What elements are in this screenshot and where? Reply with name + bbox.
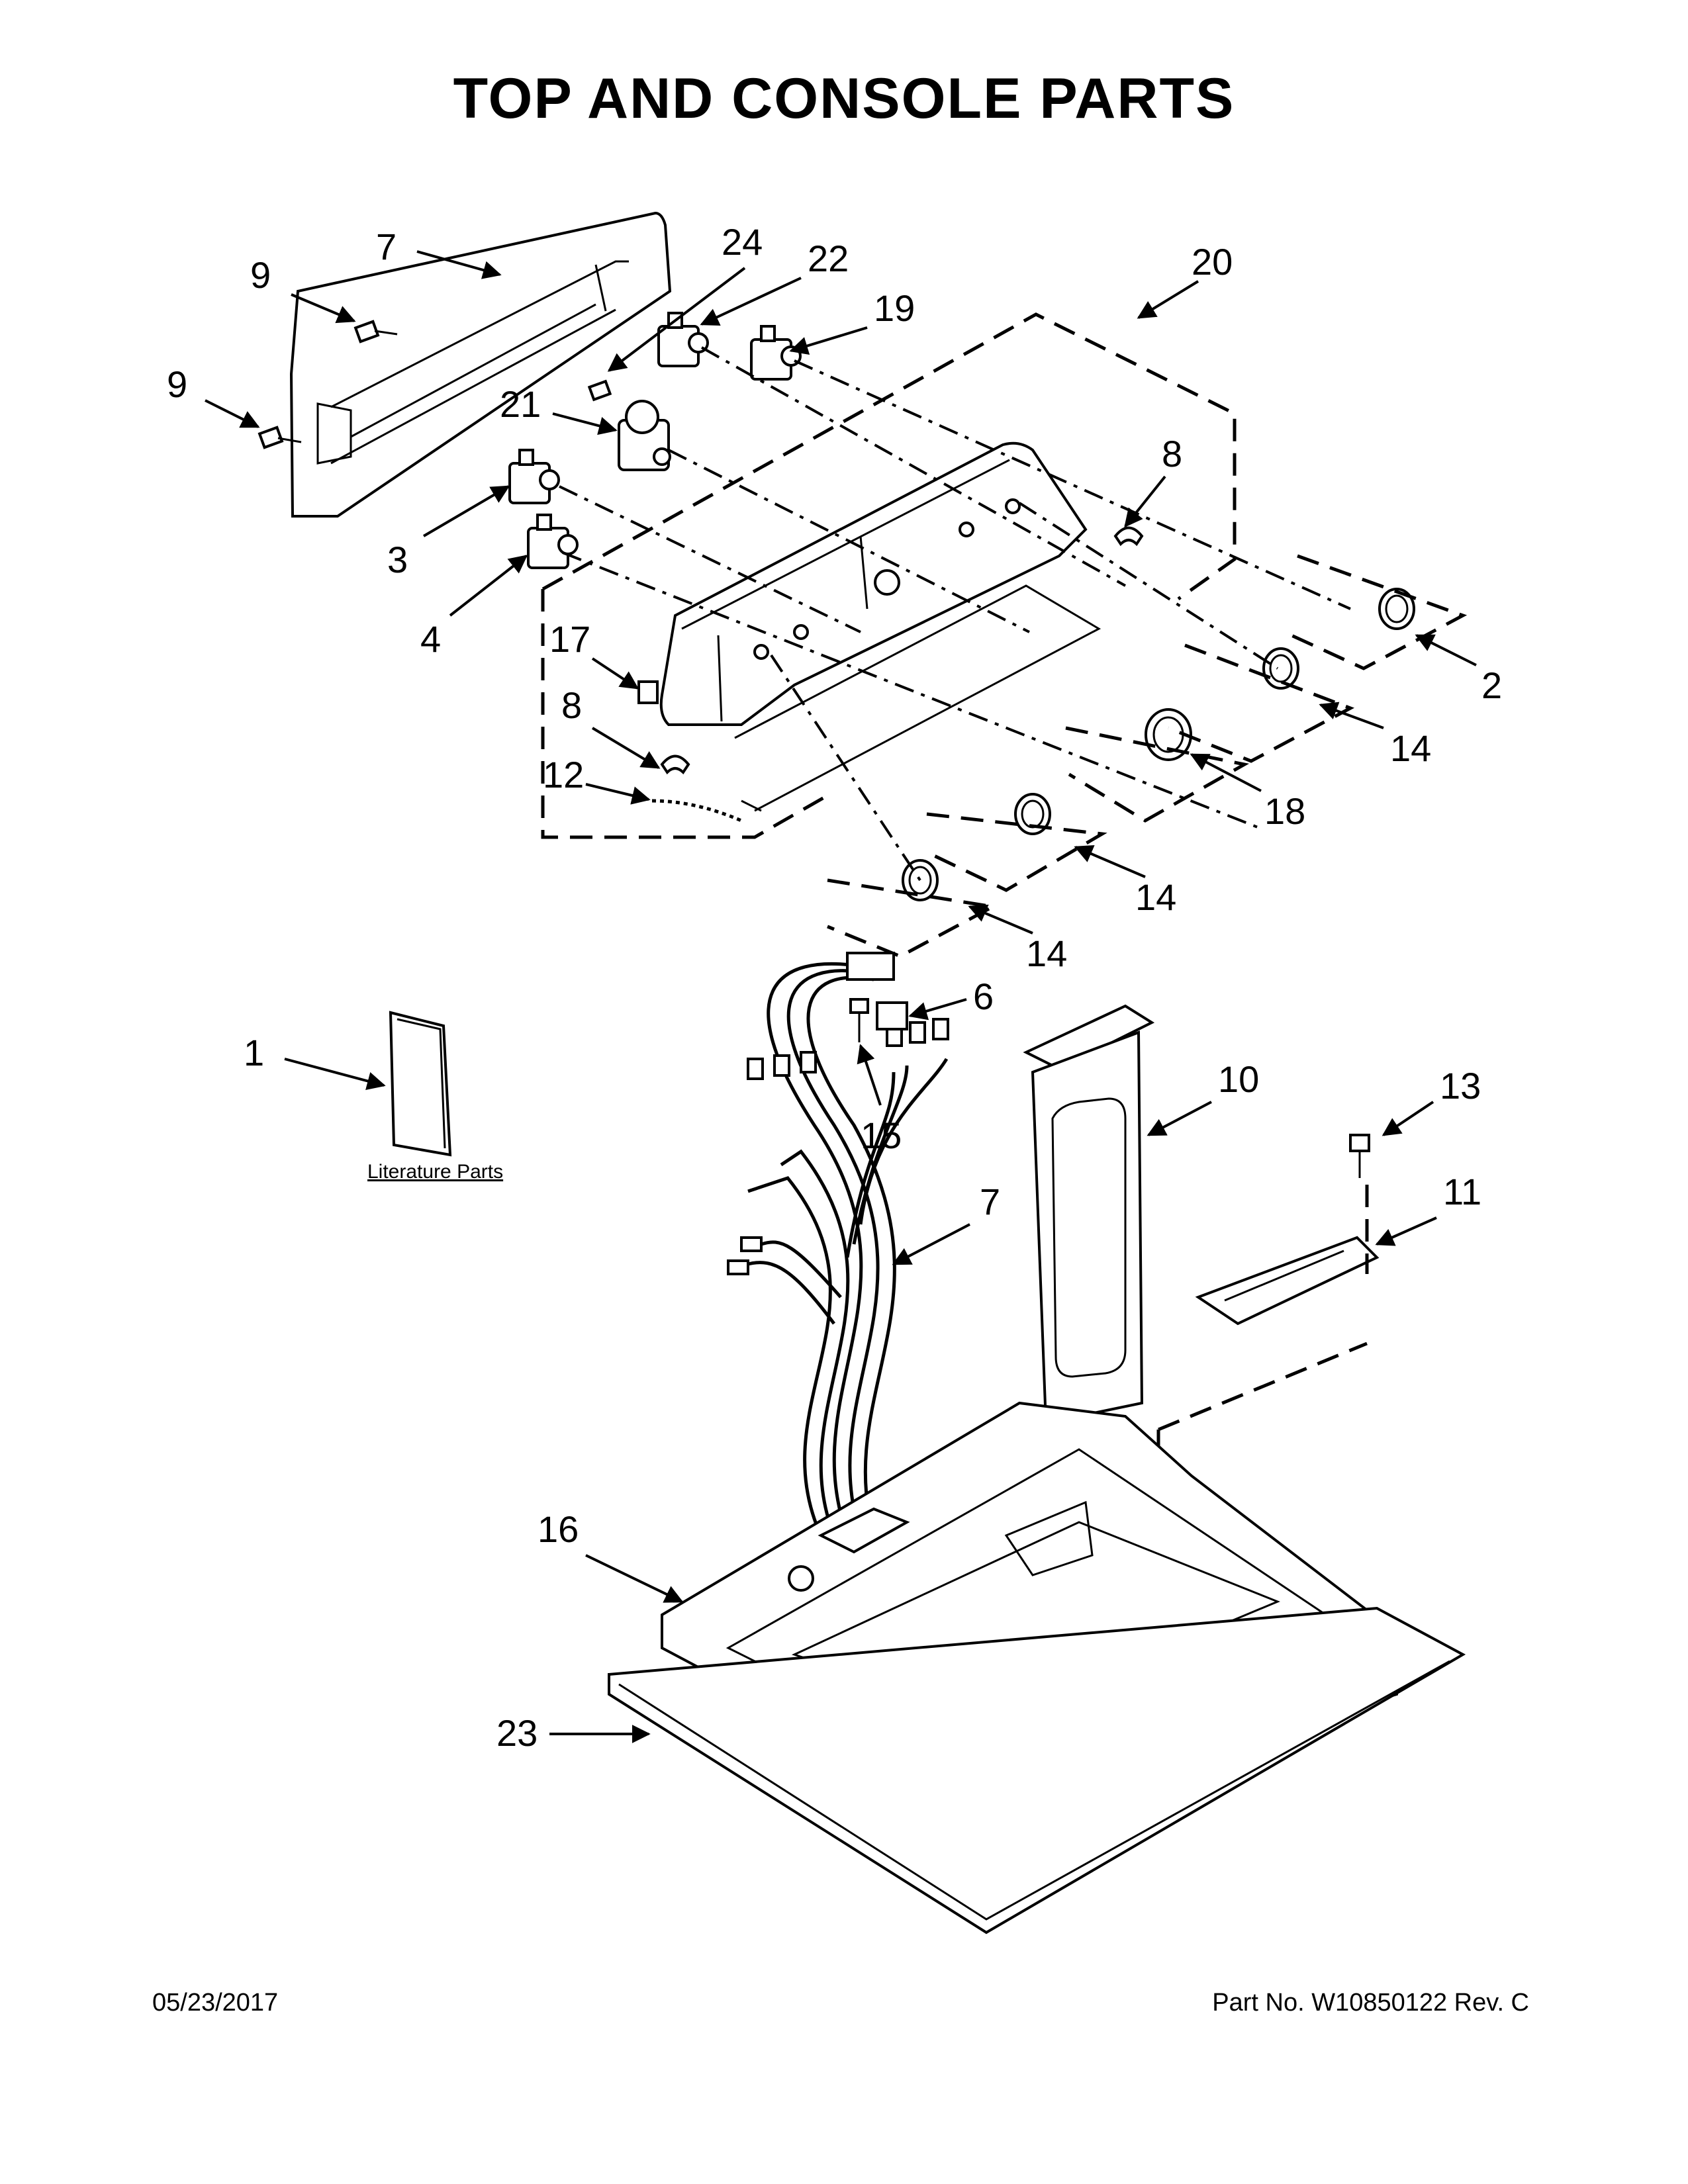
callout-23: 23 (496, 1712, 538, 1754)
base-panel-23 (608, 1606, 1466, 1934)
clip-8-right (1113, 526, 1144, 547)
callout-3: 3 (387, 539, 408, 580)
harness-clip-12 (651, 799, 742, 823)
footer-date: 05/23/2017 (152, 1989, 279, 2017)
callout-14-lower: 14 (1026, 933, 1067, 974)
callout-22: 22 (808, 238, 849, 279)
footer-part-number: Part No. W10850122 Rev. C (1212, 1989, 1529, 2017)
callout-19: 19 (874, 287, 915, 329)
callout-8-left: 8 (561, 684, 582, 726)
callout-11: 11 (1443, 1171, 1481, 1212)
literature-book (389, 1011, 452, 1157)
callout-18: 18 (1264, 790, 1305, 832)
console-housing (659, 441, 1088, 726)
callout-12: 12 (543, 754, 584, 796)
callout-14-upper: 14 (1390, 727, 1431, 769)
literature-parts-label: Literature Parts (367, 1161, 503, 1183)
clip-17 (637, 680, 659, 704)
switch-22 (657, 312, 709, 367)
timer-21 (618, 400, 671, 471)
callout-5: 6 (973, 976, 994, 1017)
callout-2: 2 (1481, 664, 1502, 706)
leader-lines (205, 250, 1477, 1743)
console-strip (734, 584, 1102, 812)
callout-15: 15 (861, 1115, 902, 1156)
callout-8-right: 8 (1162, 433, 1182, 475)
knob-2 (1378, 588, 1415, 630)
screw-13 (1349, 1134, 1370, 1178)
knob-14-upper (1262, 647, 1299, 690)
callout-21: 21 (500, 383, 541, 425)
callout-9-lower: 9 (167, 363, 187, 405)
switch-4 (527, 514, 579, 569)
callout-20: 20 (1192, 241, 1233, 283)
callout-7: 7 (980, 1181, 1000, 1222)
callout-13: 13 (1440, 1065, 1481, 1107)
screw-15 (849, 998, 869, 1042)
switch-3 (508, 449, 560, 504)
clip-8-left (660, 754, 690, 775)
screw-lower (258, 426, 302, 449)
knob-18 (1145, 708, 1192, 761)
callout-1: 1 (244, 1032, 264, 1073)
console-back-panel (289, 211, 672, 518)
callout-10: 10 (1218, 1058, 1259, 1100)
screw-upper (353, 320, 398, 343)
page-title: TOP AND CONSOLE PARTS (453, 67, 1235, 130)
callout-labels: 7 9 9 24 22 19 20 21 3 4 8 17 8 12 2 14 … (167, 221, 1502, 1754)
callout-17: 17 (549, 618, 590, 660)
wire-harness (727, 952, 949, 1537)
screw-24 (587, 379, 612, 402)
callout-4: 4 (420, 618, 441, 660)
lint-screen (1023, 1004, 1155, 1425)
knob-14-middle (1014, 793, 1051, 835)
callout-16: 16 (538, 1508, 579, 1550)
callout-24: 24 (722, 221, 763, 263)
callout-14-middle: 14 (1135, 876, 1176, 918)
lint-cover-11 (1195, 1236, 1380, 1326)
connector-5 (876, 1001, 908, 1030)
callout-6: 7 (376, 226, 397, 267)
callout-9-upper: 9 (250, 254, 271, 296)
switch-19 (750, 325, 802, 381)
